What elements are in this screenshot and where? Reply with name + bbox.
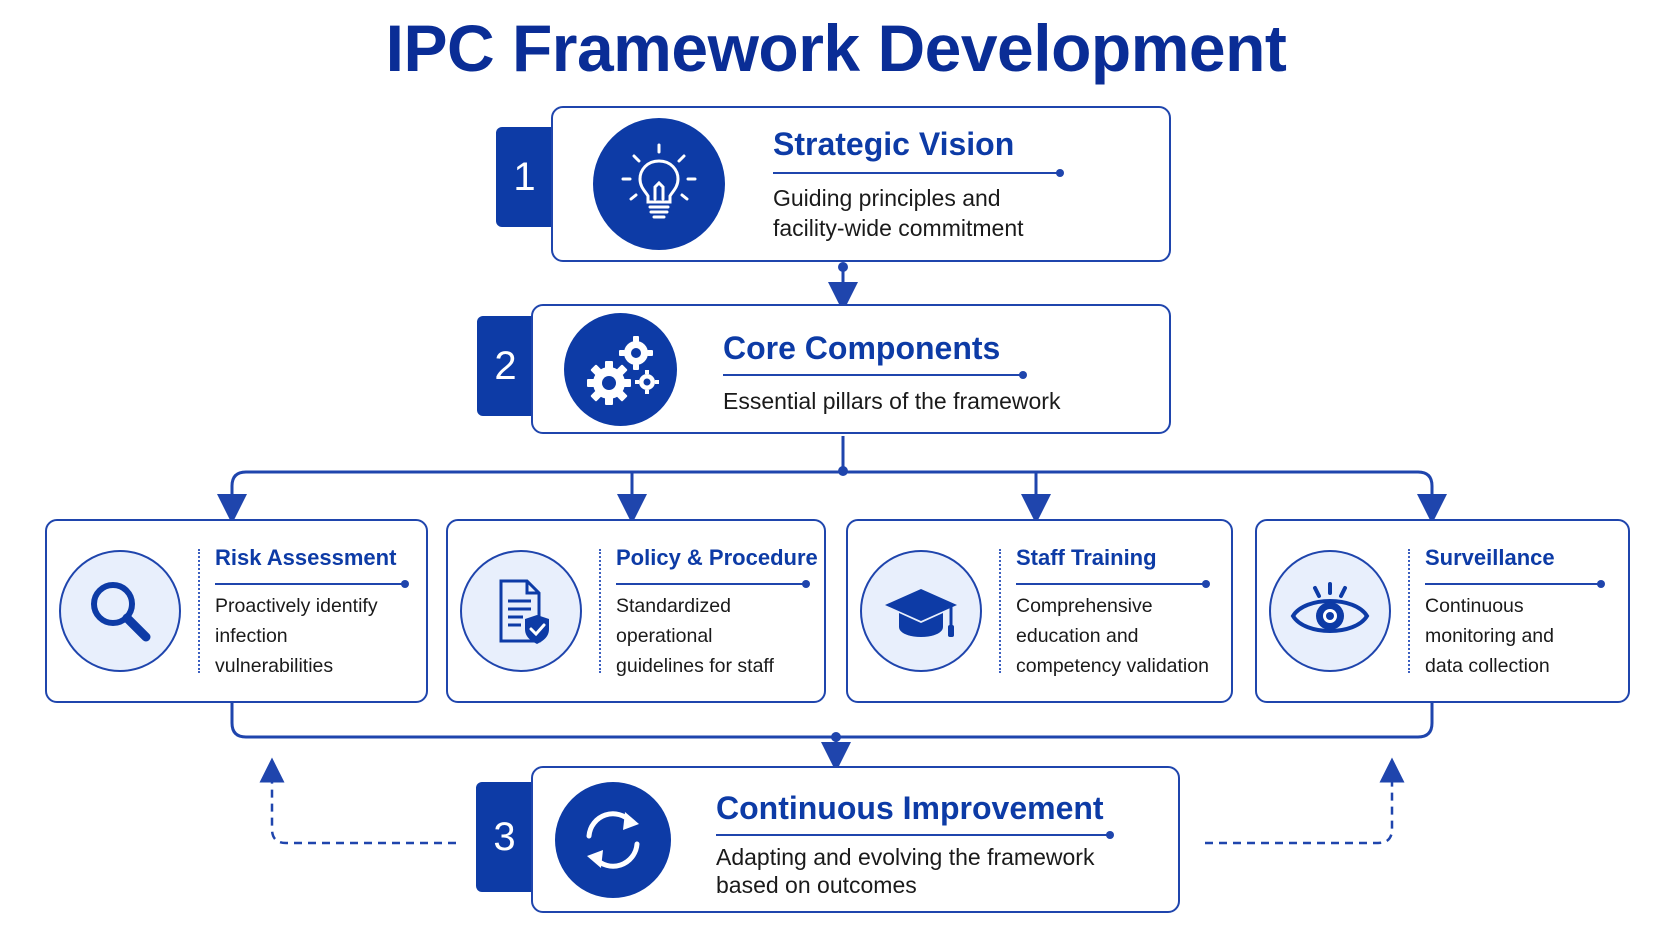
step-number-badge: 1 [496, 127, 567, 227]
step-title-underline [716, 831, 1114, 839]
pillar-title: Risk Assessment [215, 545, 397, 570]
pillar-title: Staff Training [1016, 545, 1157, 570]
step-description-strategic-vision: Guiding principles and facility-wide com… [773, 183, 1024, 243]
description-line: Essential pillars of the framework [723, 388, 1061, 414]
pillar-title-underline [616, 580, 810, 588]
pillar-card-policy-procedure: Policy & Procedure Standardized operatio… [446, 519, 826, 703]
step-title-core-components: Core Components [723, 330, 1001, 366]
pillar-separator [1408, 549, 1410, 673]
pillar-description: Proactively identify infection vulnerabi… [215, 591, 415, 681]
description-line: Standardized [616, 595, 731, 617]
eye-icon [1269, 550, 1391, 672]
step-title-continuous-improvement: Continuous Improvement [716, 790, 1104, 826]
step-description-continuous-improvement: Adapting and evolving the framework base… [716, 843, 1094, 899]
description-line: vulnerabilities [215, 655, 334, 677]
description-line: Comprehensive [1016, 595, 1153, 617]
feedback-loop-right [1205, 757, 1405, 845]
step-title-strategic-vision: Strategic Vision [773, 126, 1015, 162]
pillar-description: Standardized operational guidelines for … [616, 591, 816, 681]
document-shield-icon [460, 550, 582, 672]
description-line: Adapting and evolving the framework [716, 844, 1095, 870]
description-line: data collection [1425, 655, 1550, 677]
pillar-title-underline [1016, 580, 1210, 588]
pillar-separator [599, 549, 601, 673]
step-number-badge: 3 [476, 782, 547, 892]
pillar-description: Continuous monitoring and data collectio… [1425, 591, 1625, 681]
pillar-title-underline [1425, 580, 1605, 588]
top-bus [230, 470, 1434, 497]
lightbulb-icon [593, 118, 725, 250]
description-line: Proactively identify [215, 595, 378, 617]
description-line: Guiding principles and [773, 185, 1001, 211]
pillar-description: Comprehensive education and competency v… [1016, 591, 1231, 681]
bottom-bus [230, 703, 1434, 739]
description-line: operational [616, 625, 713, 647]
step-number: 2 [494, 343, 517, 388]
description-line: facility-wide commitment [773, 215, 1024, 241]
pillar-card-surveillance: Surveillance Continuous monitoring and d… [1255, 519, 1630, 703]
refresh-cycle-icon [555, 782, 671, 898]
gears-icon [564, 313, 677, 426]
pillar-title: Policy & Procedure [616, 545, 818, 570]
magnifying-glass-icon [59, 550, 181, 672]
feedback-loop-left [259, 757, 456, 845]
pillar-title-underline [215, 580, 409, 588]
step-number: 3 [493, 814, 516, 859]
pillar-title: Surveillance [1425, 545, 1555, 570]
description-line: based on outcomes [716, 872, 917, 898]
pillar-separator [999, 549, 1001, 673]
description-line: competency validation [1016, 655, 1209, 677]
pillar-separator [198, 549, 200, 673]
description-line: education and [1016, 625, 1139, 647]
step-description-core-components: Essential pillars of the framework [723, 386, 1060, 416]
step-title-underline [723, 371, 1027, 379]
page-title: IPC Framework Development [385, 11, 1287, 85]
description-line: monitoring and [1425, 625, 1554, 647]
step-number: 1 [513, 154, 536, 199]
description-line: guidelines for staff [616, 655, 774, 677]
graduation-cap-icon [860, 550, 982, 672]
step-title-underline [773, 169, 1064, 177]
step-number-badge: 2 [477, 316, 548, 416]
description-line: Continuous [1425, 595, 1524, 617]
pillar-card-risk-assessment: Risk Assessment Proactively identify inf… [45, 519, 428, 703]
description-line: infection [215, 625, 288, 647]
pillar-card-staff-training: Staff Training Comprehensive education a… [846, 519, 1233, 703]
